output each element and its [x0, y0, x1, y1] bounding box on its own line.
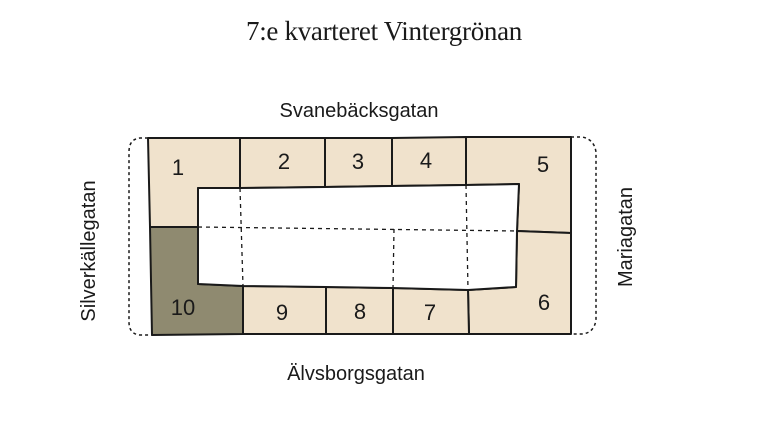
courtyard [197, 183, 520, 291]
street-north: Svanebäcksgatan [279, 100, 438, 122]
street-west: Silverkällegatan [78, 180, 100, 321]
lot-4-label: 4 [420, 148, 432, 173]
street-east: Mariagatan [615, 187, 637, 287]
lot-10-label: 10 [171, 295, 195, 320]
east-street-outline [571, 136, 597, 335]
lot-8-label: 8 [354, 299, 366, 324]
lot-6-label: 6 [538, 290, 550, 315]
courtyard-divisions [197, 184, 518, 291]
lot-2-label: 2 [278, 149, 290, 174]
lot-7-label: 7 [424, 300, 436, 325]
lot-9-label: 9 [276, 300, 288, 325]
street-south: Älvsborgsgatan [287, 363, 425, 385]
lot-1-label: 1 [172, 155, 184, 180]
lot-3-label: 3 [352, 149, 364, 174]
map-title: 7:e kvarteret Vintergrönan [246, 16, 522, 46]
west-street-outline [128, 137, 152, 336]
lot-5-label: 5 [537, 152, 549, 177]
